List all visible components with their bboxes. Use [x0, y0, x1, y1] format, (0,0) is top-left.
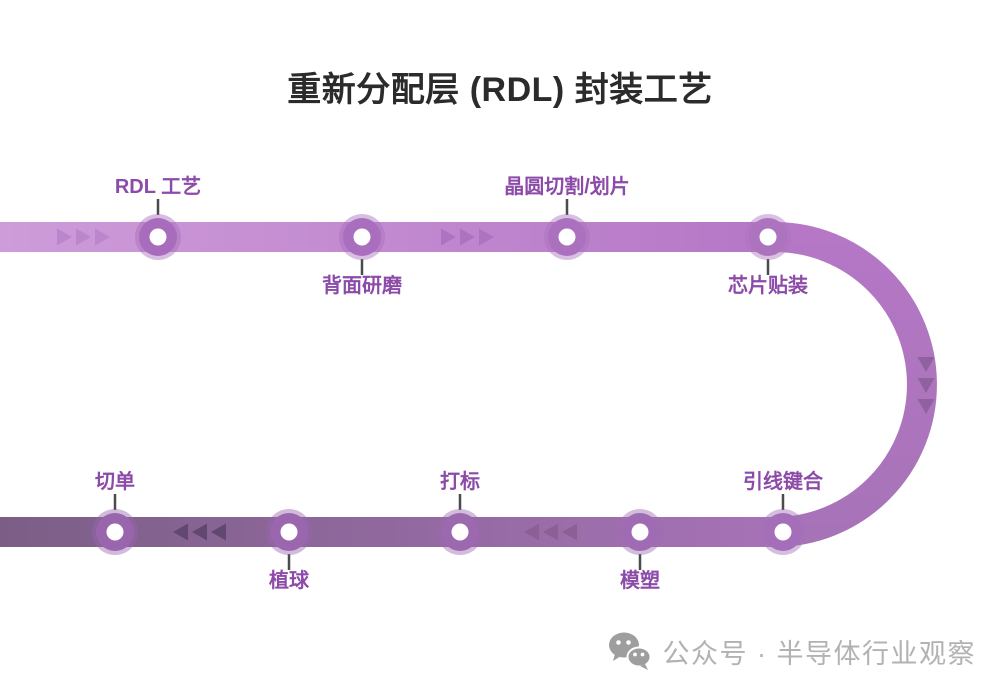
- chevron-group-flow-down: [917, 357, 935, 414]
- station-wafer-dicing: 晶圆切割/划片: [504, 174, 630, 260]
- chevron-left-icon: [524, 523, 539, 541]
- station-node-hole: [280, 523, 298, 541]
- station-label: 芯片贴装: [728, 273, 808, 297]
- chevron-left-icon: [173, 523, 188, 541]
- station-singulation: 切单: [92, 469, 138, 555]
- station-node-hole: [106, 523, 124, 541]
- station-node-hole: [631, 523, 649, 541]
- page-title: 重新分配层 (RDL) 封装工艺: [287, 71, 713, 109]
- chevron-left-icon: [211, 523, 226, 541]
- station-node-hole: [558, 228, 576, 246]
- watermark: 公众号 · 半导体行业观察: [607, 630, 977, 672]
- station-label: 植球: [269, 568, 310, 592]
- station-label: 晶圆切割/划片: [504, 174, 630, 198]
- station-label: 打标: [440, 469, 480, 493]
- wechat-icon: [607, 630, 653, 672]
- chevron-right-icon: [95, 228, 110, 246]
- station-node-hole: [149, 228, 167, 246]
- chevron-left-icon: [192, 523, 207, 541]
- chevron-right-icon: [460, 228, 475, 246]
- station-node-hole: [759, 228, 777, 246]
- chevron-down-icon: [917, 378, 935, 393]
- station-label: 引线键合: [743, 469, 824, 493]
- station-back-grinding: 背面研磨: [322, 214, 402, 297]
- station-rdl-process: RDL 工艺: [115, 175, 201, 260]
- station-ball-mounting: 植球: [266, 509, 312, 592]
- station-label: 模塑: [620, 568, 660, 592]
- station-label: RDL 工艺: [115, 175, 201, 198]
- station-node-hole: [353, 228, 371, 246]
- chevron-right-icon: [57, 228, 72, 246]
- station-label: 切单: [95, 469, 135, 493]
- station-node-hole: [451, 523, 469, 541]
- chevron-group-flow-right-2: [441, 228, 494, 246]
- station-marking: 打标: [437, 469, 483, 555]
- chevron-left-icon: [543, 523, 558, 541]
- chevron-left-icon: [562, 523, 577, 541]
- chevron-group-flow-left-1: [524, 523, 577, 541]
- station-wire-bonding: 引线键合: [743, 469, 824, 555]
- chevron-group-flow-left-2: [173, 523, 226, 541]
- chevron-group-flow-right-1: [57, 228, 110, 246]
- chevron-down-icon: [917, 399, 935, 414]
- station-die-attach: 芯片贴装: [728, 214, 808, 297]
- station-node-hole: [774, 523, 792, 541]
- chevron-right-icon: [441, 228, 456, 246]
- chevron-down-icon: [917, 357, 935, 372]
- watermark-text: 公众号 · 半导体行业观察: [662, 638, 976, 669]
- station-molding: 模塑: [617, 509, 663, 592]
- station-label: 背面研磨: [322, 273, 402, 297]
- chevron-right-icon: [76, 228, 91, 246]
- chevron-right-icon: [479, 228, 494, 246]
